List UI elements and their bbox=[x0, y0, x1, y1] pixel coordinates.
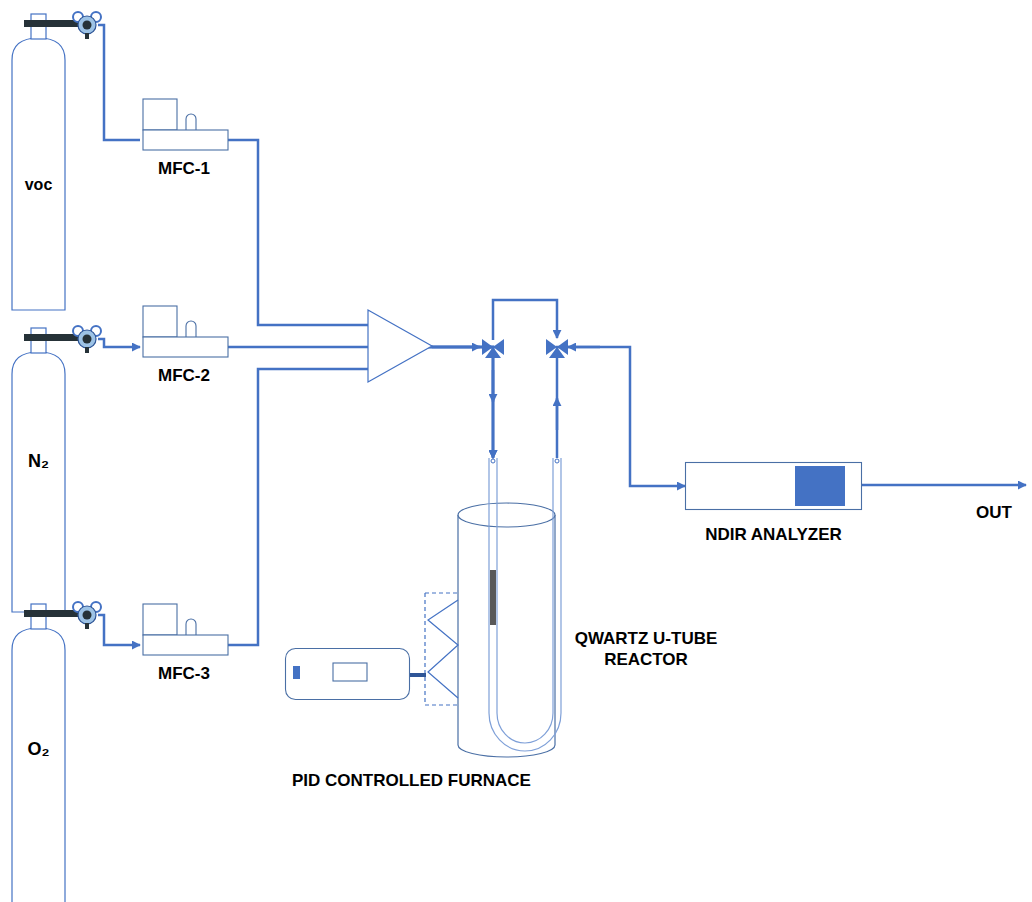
gas-line bbox=[98, 615, 140, 645]
three-way-valve bbox=[546, 339, 568, 358]
mixer-outlet bbox=[432, 346, 480, 349]
ndir-analyzer: NDIR ANALYZER bbox=[685, 462, 862, 510]
outlet-line bbox=[862, 484, 1026, 487]
gas-cylinder-outline bbox=[10, 322, 98, 612]
gas-cylinder: voc bbox=[10, 8, 98, 310]
mass-flow-controller-outline bbox=[140, 99, 228, 151]
gas-cylinder-outline bbox=[10, 8, 98, 310]
pid-controller-outline bbox=[285, 648, 410, 700]
gas-line bbox=[98, 339, 140, 347]
gas-line bbox=[98, 25, 140, 140]
gas-name: O₂ bbox=[10, 738, 67, 761]
gas-line bbox=[228, 140, 493, 458]
gas-line bbox=[228, 347, 493, 458]
u-tube-reactor-outline bbox=[485, 458, 565, 758]
outlet-label: OUT bbox=[976, 503, 1012, 523]
flow-mark bbox=[492, 370, 495, 402]
gas-mixer bbox=[368, 310, 432, 382]
furnace-body bbox=[458, 503, 555, 757]
equipment-label: MFC-3 bbox=[158, 663, 210, 684]
three-way-valve bbox=[482, 339, 504, 358]
mass-flow-controller-outline bbox=[140, 604, 228, 656]
equipment-label: MFC-1 bbox=[158, 158, 210, 179]
heater-cable bbox=[410, 673, 426, 677]
mass-flow-controller-outline bbox=[140, 306, 228, 358]
valve-return bbox=[568, 346, 600, 349]
equipment-label: MFC-2 bbox=[158, 365, 210, 386]
u-tube-reactor: QWARTZ U-TUBE REACTOR bbox=[485, 458, 565, 758]
gas-line bbox=[557, 347, 685, 486]
mass-flow-controller: MFC-3 bbox=[140, 604, 228, 656]
equipment-label: NDIR ANALYZER bbox=[705, 524, 842, 545]
pid-controller: PID CONTROLLED FURNACE bbox=[285, 648, 410, 700]
heater-coil bbox=[425, 593, 458, 705]
mass-flow-controller: MFC-1 bbox=[140, 99, 228, 151]
bypass-line bbox=[493, 300, 557, 340]
gas-cylinder-outline bbox=[10, 598, 98, 902]
ndir-analyzer-outline bbox=[685, 462, 862, 510]
gas-name: N₂ bbox=[10, 450, 67, 473]
equipment-label: PID CONTROLLED FURNACE bbox=[292, 770, 531, 791]
equipment-label: QWARTZ U-TUBE REACTOR bbox=[561, 628, 731, 671]
gas-cylinder: O₂ bbox=[10, 598, 98, 902]
gas-line bbox=[228, 347, 493, 645]
gas-name: voc bbox=[10, 175, 67, 195]
mass-flow-controller: MFC-2 bbox=[140, 306, 228, 358]
gas-cylinder: N₂ bbox=[10, 322, 98, 612]
flow-mark bbox=[556, 398, 559, 430]
